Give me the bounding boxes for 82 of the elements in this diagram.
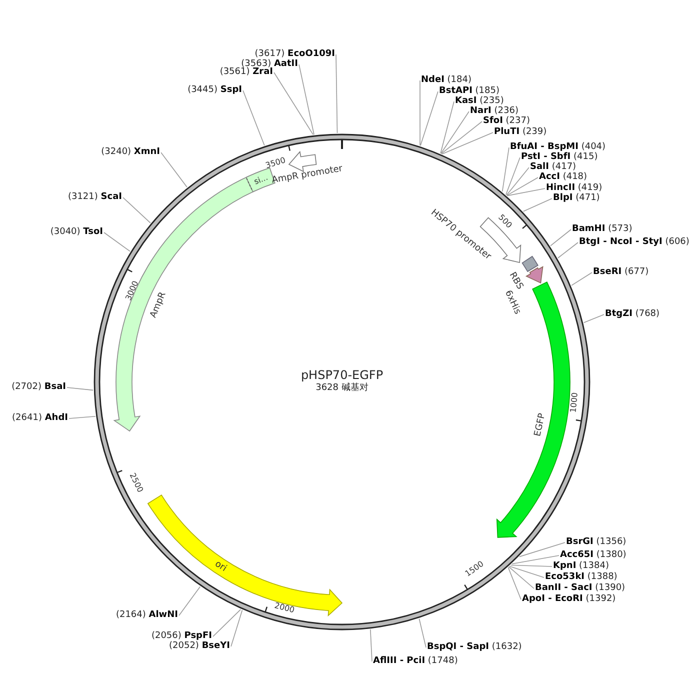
leader-line: [522, 198, 552, 212]
leader-line: [506, 188, 546, 196]
enzyme-label: (3617) EcoO109I: [254, 49, 335, 60]
tick-label: 2500: [128, 472, 145, 494]
tick-label: 3500: [264, 156, 287, 170]
leader-line: [336, 54, 338, 134]
enzyme-label: (3240) XmnI: [101, 147, 160, 158]
leader-line: [502, 147, 510, 192]
feature-label: EGFP: [533, 412, 548, 438]
leader-line: [370, 628, 372, 662]
leader-line: [298, 64, 314, 135]
enzyme-label: AccI (418): [539, 172, 588, 183]
leader-line: [506, 177, 538, 196]
leader-line: [509, 566, 544, 578]
enzyme-label: NdeI (184): [421, 75, 472, 86]
enzyme-label: PstI - SbfI (415): [521, 152, 598, 163]
enzyme-label: BfuAI - BspMI (404): [510, 142, 606, 153]
leader-line: [508, 566, 534, 589]
leader-line: [230, 610, 243, 647]
enzyme-label: Acc65I (1380): [560, 550, 626, 561]
enzyme-label: KasI (235): [455, 96, 504, 107]
leader-line: [583, 314, 604, 324]
enzyme-label: (2056) PspFI: [151, 631, 212, 642]
enzyme-label: NarI (236): [470, 106, 518, 117]
feature-label: 6xHis: [502, 289, 522, 316]
enzyme-label: BamHI (573): [572, 224, 632, 235]
enzyme-label: BlpI (471): [553, 193, 600, 204]
enzyme-label: KpnI (1384): [553, 561, 609, 572]
enzyme-label: BseRI (677): [593, 267, 649, 278]
enzyme-label: BspQI - SapI (1632): [427, 642, 522, 653]
leader-line: [506, 167, 530, 196]
plasmid-size: 3628 碱基对: [314, 383, 370, 394]
enzyme-label: ApoI - EcoRI (1392): [522, 594, 616, 605]
leader-line: [510, 564, 552, 567]
enzyme-label: (3561) ZraI: [220, 67, 273, 78]
leader-line: [68, 416, 96, 419]
leader-line: [122, 197, 151, 224]
enzyme-label: AflIII - PciI (1748): [373, 656, 458, 667]
leader-line: [440, 111, 470, 154]
leader-line: [442, 132, 494, 154]
leader-line: [178, 586, 201, 616]
enzyme-label: (3040) TsoI: [50, 227, 103, 238]
enzyme-label: BstAPI (185): [439, 86, 500, 97]
enzyme-label: Eco53kI (1388): [545, 572, 618, 583]
feature-label: ori: [212, 559, 228, 574]
enzyme-label: (2052) BseYI: [169, 641, 230, 652]
tick-label: 1000: [568, 392, 580, 414]
leader-line: [212, 609, 242, 637]
enzyme-label: BanII - SacI (1390): [535, 583, 626, 594]
enzyme-label: (2641) AhdI: [12, 413, 68, 424]
leader-line: [519, 542, 566, 558]
enzyme-label: SfoI (237): [483, 116, 530, 127]
leader-line: [420, 91, 438, 146]
leader-line: [550, 229, 572, 246]
leader-line: [66, 387, 94, 391]
leader-line: [418, 618, 426, 648]
enzyme-label: (3121) ScaI: [68, 192, 122, 203]
enzyme-label: (2702) BsaI: [12, 382, 66, 393]
leader-line: [274, 72, 314, 136]
leader-line: [571, 272, 592, 286]
enzyme-label: BtgI - NcoI - StyI (606): [579, 237, 690, 248]
leader-line: [440, 101, 454, 154]
leader-line: [242, 90, 265, 146]
leader-line: [558, 242, 578, 258]
leader-line: [160, 152, 188, 188]
leader-line: [104, 232, 130, 252]
leader-line: [440, 121, 482, 154]
enzyme-label: BsrGI (1356): [566, 537, 626, 548]
enzyme-label: (3445) SspI: [188, 85, 242, 96]
enzyme-label: (2164) AlwNI: [116, 610, 178, 621]
enzyme-label: PluTI (239): [494, 127, 547, 138]
leader-line: [508, 567, 522, 600]
tick-label: 2000: [274, 600, 296, 615]
leader-line: [512, 555, 560, 564]
leader-line: [506, 157, 520, 195]
enzyme-label: SalI (417): [530, 162, 576, 173]
enzyme-label: BtgZI (768): [605, 309, 660, 320]
tick-label: 3000: [124, 280, 140, 302]
feature-label: si...: [252, 172, 270, 186]
plasmid-name: pHSP70-EGFP: [300, 368, 384, 382]
enzyme-label: HincII (419): [546, 183, 602, 194]
tick-label: 500: [496, 212, 514, 230]
